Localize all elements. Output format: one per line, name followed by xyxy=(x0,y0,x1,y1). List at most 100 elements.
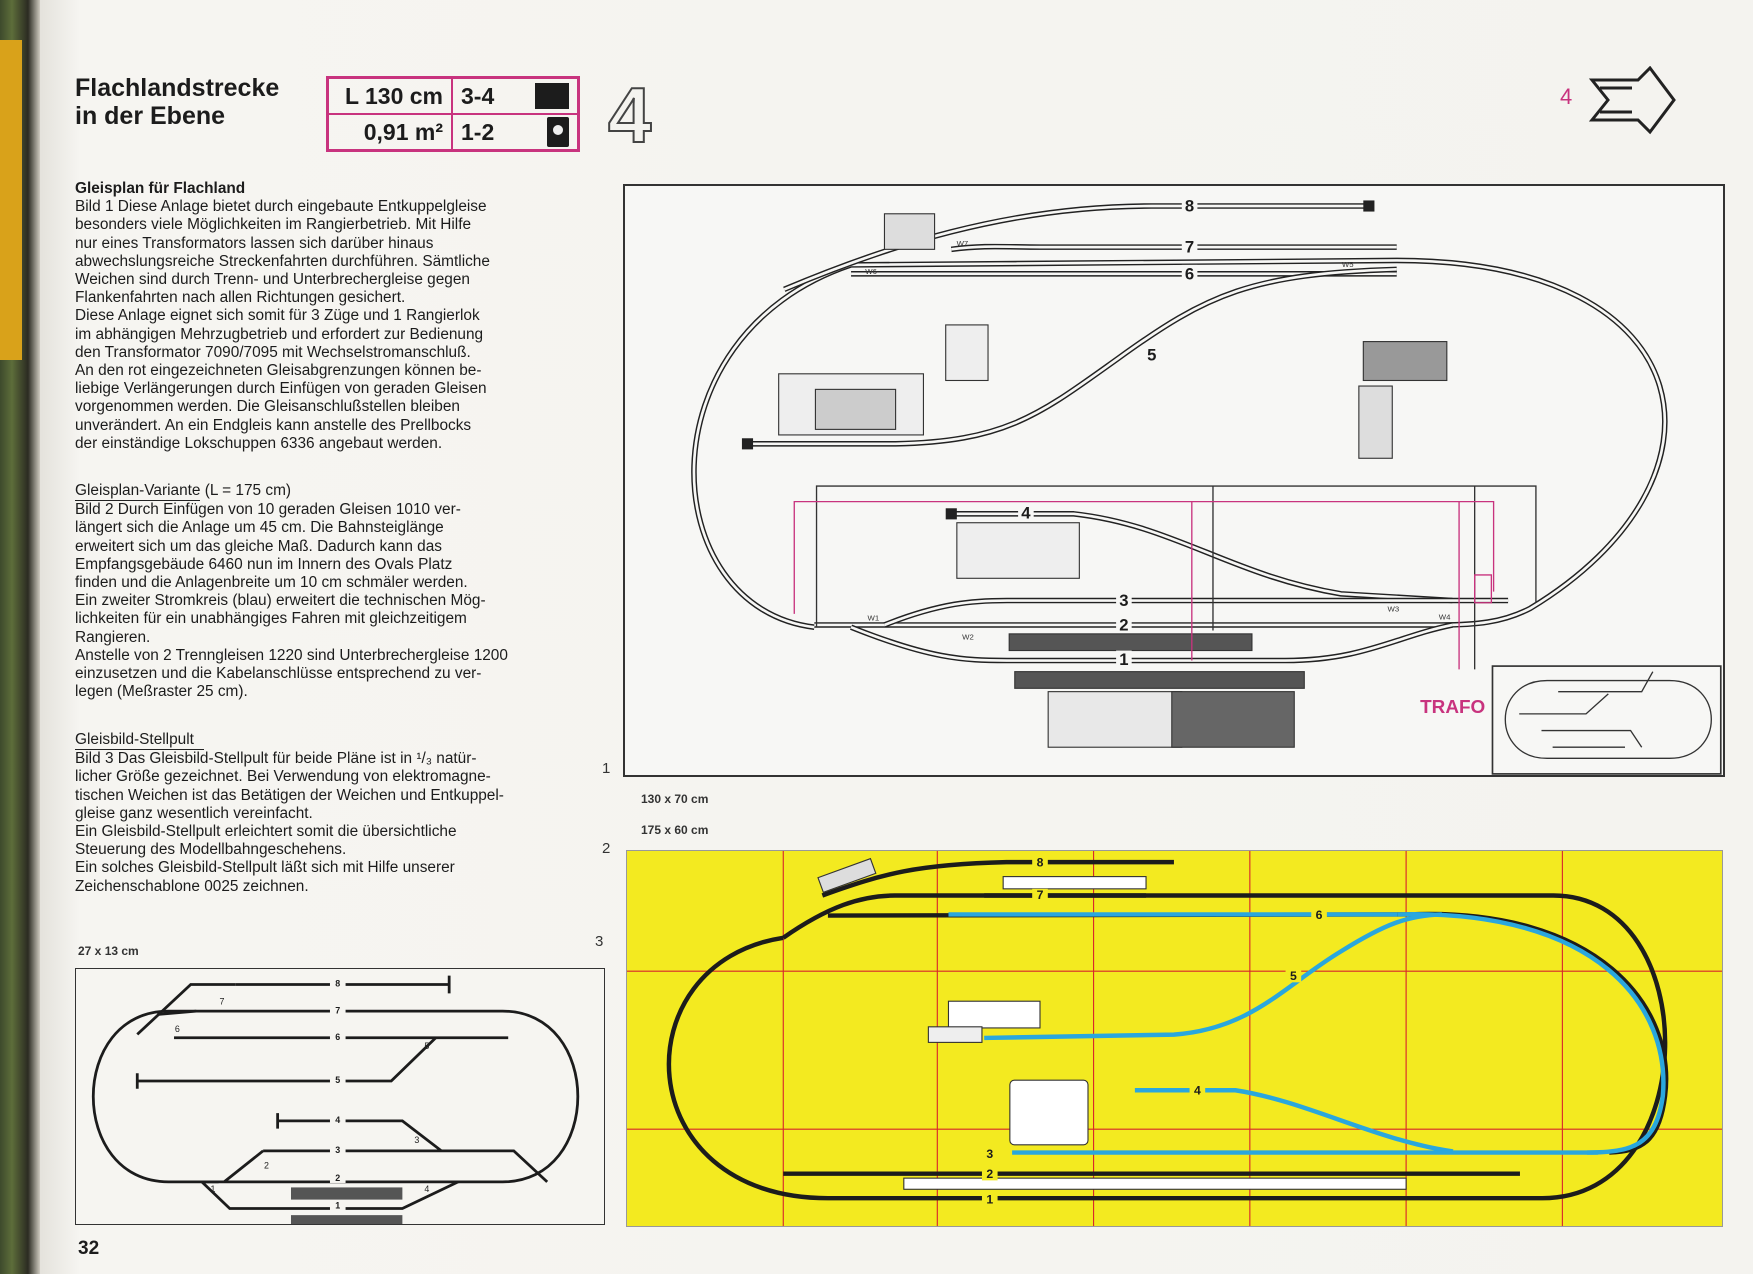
body-text-line: Weichen sind durch Trenn- und Unterbrech… xyxy=(75,271,470,289)
page-marker: 4 xyxy=(1560,84,1573,109)
figure-number: 3 xyxy=(595,933,604,950)
track-main-loop-bed xyxy=(692,259,1667,629)
body-text-line: Anstelle von 2 Trenngleisen 1220 sind Un… xyxy=(75,646,508,664)
track-label: 2 xyxy=(335,1173,340,1183)
plan-number: 4 xyxy=(607,70,652,160)
switch-label: W1 xyxy=(867,614,879,623)
next-page-arrow-icon[interactable] xyxy=(1588,66,1678,136)
body-text-line: gleise ganz wesentlich vereinfacht. xyxy=(75,804,313,822)
track-label: 7 xyxy=(1037,888,1044,902)
section-gleisplan-variante: Gleisplan-Variante (L = 175 cm) Bild 2 D… xyxy=(75,482,595,701)
measuring-grid xyxy=(627,851,1722,1226)
track-label: 6 xyxy=(335,1032,340,1042)
body-text-line: der einständige Lokschuppen 6336 angebau… xyxy=(75,434,443,452)
track-7-bed xyxy=(951,245,1397,251)
goods-shed-roof xyxy=(814,388,897,430)
body-text-line: Ein solches Gleisbild-Stellpult läßt sic… xyxy=(75,859,455,877)
track-label: 8 xyxy=(1037,856,1044,870)
body-text-line: abwechslungsreiche Streckenfahrten durch… xyxy=(75,252,490,270)
inset-panel xyxy=(1491,665,1722,775)
track-label-bg xyxy=(329,1146,346,1156)
track-4 xyxy=(1134,1088,1454,1154)
spec-table: L 130 cm 3-4 0,91 m² 1-2 xyxy=(326,76,580,152)
body-text-line: nur eines Transformators lassen sich dar… xyxy=(75,234,434,252)
track-label-bg xyxy=(981,1193,998,1206)
goods-shed xyxy=(956,522,1080,579)
track-main-loop xyxy=(666,893,1668,1201)
track-3-bed xyxy=(883,599,1509,627)
section-heading: Gleisplan-Variante (L = 175 cm) xyxy=(75,482,595,502)
switch-label: W5 xyxy=(1342,260,1354,269)
body-text-line: Diese Anlage eignet sich somit für 3 Züg… xyxy=(75,307,480,325)
trafo-label: TRAFO xyxy=(1420,697,1485,718)
body-text-line: lichkeiten für ein unabhängiges Fahren m… xyxy=(75,610,467,628)
body-text-line: Rangieren. xyxy=(75,628,151,646)
track-blue-loop xyxy=(1397,912,1666,1155)
building xyxy=(945,324,989,382)
track-label-bg xyxy=(981,1168,998,1181)
section-gleisbild-stellpult: Gleisbild-Stellpult Bild 3 Das Gleisbild… xyxy=(75,731,595,896)
body-text-line: einzusetzen und die Kabelanschlüsse ents… xyxy=(75,665,482,683)
locomotive-icon xyxy=(535,83,569,109)
building xyxy=(1358,385,1393,459)
body-text-line: liebige Verlängerungen durch Einfügen vo… xyxy=(75,380,487,398)
track-label: 2 xyxy=(1119,616,1128,635)
body-text-line: Ein zweiter Stromkreis (blau) erweitert … xyxy=(75,592,486,610)
track-label-bg xyxy=(1311,908,1327,922)
buffer-stop xyxy=(741,438,754,450)
body-text-line: Zeichenschablone 0025 zeichnen. xyxy=(75,877,309,895)
track-3 xyxy=(883,597,1509,628)
track-label: 7 xyxy=(1185,238,1194,257)
track-label: 6 xyxy=(1316,908,1323,922)
track-label: 5 xyxy=(335,1075,340,1085)
track-label-bg xyxy=(1032,888,1048,902)
track-label: 3 xyxy=(335,1145,340,1155)
platform xyxy=(290,1187,403,1200)
figure-caption: 175 x 60 cm xyxy=(641,823,709,837)
track-3 xyxy=(223,1149,549,1183)
buffer-stop xyxy=(1363,200,1375,212)
track-label: 2 xyxy=(986,1167,993,1181)
track-label-bg xyxy=(1181,197,1198,214)
transformer-icon xyxy=(547,117,569,147)
platform xyxy=(1002,876,1147,890)
track-label-bg xyxy=(329,1116,346,1126)
track-label: 8 xyxy=(335,979,340,989)
body-text-line: Bild 1 Diese Anlage bietet durch eingeba… xyxy=(75,198,487,216)
section-heading-text: Gleisplan-Variante xyxy=(75,482,201,502)
track-label: 1 xyxy=(335,1200,340,1210)
spec-length: L 130 cm xyxy=(328,78,452,114)
body-text-line: Bild 2 Durch Einfügen von 10 geraden Gle… xyxy=(75,501,461,519)
section-heading: Gleisplan für Flachland xyxy=(75,180,246,197)
switch-label: W2 xyxy=(962,632,974,641)
spec-controllers: 1-2 xyxy=(461,118,495,145)
book-edge xyxy=(0,0,40,1274)
track-label-bg xyxy=(1189,1084,1206,1097)
track-label-bg xyxy=(1116,650,1132,668)
body-text-line: im abhängigen Mehrzugbetrieb und erforde… xyxy=(75,325,484,343)
title-line: Flachlandstrecke xyxy=(75,74,280,102)
track-4 xyxy=(276,1113,443,1152)
track-8 xyxy=(821,859,1174,898)
stellpult-tracks xyxy=(91,975,580,1210)
platform xyxy=(1008,633,1253,652)
platform xyxy=(903,1177,1407,1190)
figure-number: 2 xyxy=(602,840,611,857)
wiring xyxy=(793,485,1537,670)
track-label-bg xyxy=(329,1076,346,1086)
track-label-bg xyxy=(329,1174,346,1183)
spec-area: 0,91 m² xyxy=(328,114,452,150)
body-text-line: erweitert sich um das gleiche Maß. Dadur… xyxy=(75,537,442,555)
track-4-bed xyxy=(951,512,1453,602)
track-label: 5 xyxy=(1290,969,1297,983)
title-line: in der Ebene xyxy=(75,102,226,130)
body-text-line: Empfangsgebäude 6460 nun im Innern des O… xyxy=(75,555,453,573)
body-text-line: längert sich die Anlage um 45 cm. Die Ba… xyxy=(75,519,444,537)
track-label-bg xyxy=(1181,264,1198,282)
section-heading-suffix: (L = 175 cm) xyxy=(200,482,292,499)
body-text-line: Steuerung des Modellbahngeschehens. xyxy=(75,841,347,859)
station-building xyxy=(1047,691,1183,748)
switch-label: W4 xyxy=(1439,612,1451,621)
track-1-bed xyxy=(850,623,1453,662)
